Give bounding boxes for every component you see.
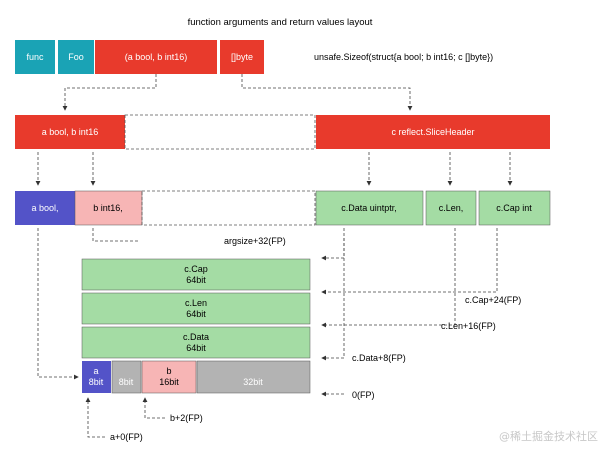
ab-box	[15, 115, 125, 149]
stack-b-size: 16bit	[159, 377, 179, 387]
b-label: b int16,	[93, 203, 123, 213]
connector-b-offset	[142, 397, 165, 419]
connector-a-stack	[37, 228, 79, 380]
stack-pad32	[196, 360, 311, 394]
ret-label: []byte	[231, 52, 253, 62]
offset-a: a+0(FP)	[110, 432, 143, 442]
foo-box	[58, 40, 94, 74]
connector-args	[62, 74, 157, 111]
stack-data-size: 64bit	[186, 343, 206, 353]
connector-len	[321, 228, 456, 328]
connector-cap	[321, 228, 498, 295]
row2-padding	[124, 114, 316, 150]
row1: func Foo (a bool, b int16) []byte	[15, 40, 264, 74]
cap-box	[478, 190, 551, 226]
foo-label: Foo	[68, 52, 84, 62]
row3: a bool, b int16, c.Data uintptr, c.Len, …	[15, 190, 551, 226]
diagram-title: function arguments and return values lay…	[188, 17, 373, 28]
slice-label: c reflect.SliceHeader	[391, 127, 474, 137]
sizeof-text: unsafe.Sizeof(struct{a bool; b int16; c …	[314, 52, 493, 62]
func-label: func	[26, 52, 44, 62]
stack-data-name: c.Data	[183, 332, 209, 342]
b-box	[74, 190, 143, 226]
len-label: c.Len,	[439, 203, 464, 213]
row2: a bool, b int16 c reflect.SliceHeader	[15, 114, 550, 150]
offset-len: c.Len+16(FP)	[441, 321, 496, 331]
offset-argsize: argsize+32(FP)	[224, 236, 286, 246]
connector-b-stack	[92, 228, 140, 242]
row3-padding	[141, 190, 316, 226]
stack-pad8-size: 8bit	[119, 377, 134, 387]
stack-a-name: a	[93, 366, 98, 376]
watermark: @稀土掘金技术社区	[499, 429, 598, 443]
connector-a-offset	[85, 397, 105, 438]
stack-cap-size: 64bit	[186, 275, 206, 285]
stack-pad8	[111, 360, 142, 394]
func-box	[15, 40, 55, 74]
stack-len	[81, 292, 311, 325]
ab-label: a bool, b int16	[42, 127, 99, 137]
stack-pad32-size: 32bit	[243, 377, 263, 387]
a-box	[15, 191, 75, 225]
offset-b: b+2(FP)	[170, 413, 203, 423]
stack-a-size: 8bit	[89, 377, 104, 387]
stack-len-size: 64bit	[186, 309, 206, 319]
stack-data	[81, 326, 311, 359]
connector-argsize	[321, 238, 345, 261]
offset-data: c.Data+8(FP)	[352, 353, 406, 363]
cap-label: c.Cap int	[496, 203, 532, 213]
args-label: (a bool, b int16)	[125, 52, 188, 62]
data-box	[315, 190, 424, 226]
offset-cap: c.Cap+24(FP)	[465, 295, 521, 305]
args-box	[95, 40, 217, 74]
stack-a	[82, 361, 111, 393]
a-label: a bool,	[31, 203, 58, 213]
len-box	[425, 190, 477, 226]
data-label: c.Data uintptr,	[341, 203, 397, 213]
stack-frame: c.Cap 64bit c.Len 64bit c.Data 64bit a 8…	[81, 258, 311, 394]
offset-fp0: 0(FP)	[352, 390, 375, 400]
ret-box	[220, 40, 264, 74]
stack-b	[141, 360, 197, 394]
stack-cap-name: c.Cap	[184, 264, 208, 274]
stack-cap	[81, 258, 311, 291]
stack-len-name: c.Len	[185, 298, 207, 308]
connector-data	[321, 228, 345, 361]
stack-b-name: b	[166, 366, 171, 376]
slice-box	[316, 115, 550, 149]
connector-ret	[241, 74, 413, 111]
